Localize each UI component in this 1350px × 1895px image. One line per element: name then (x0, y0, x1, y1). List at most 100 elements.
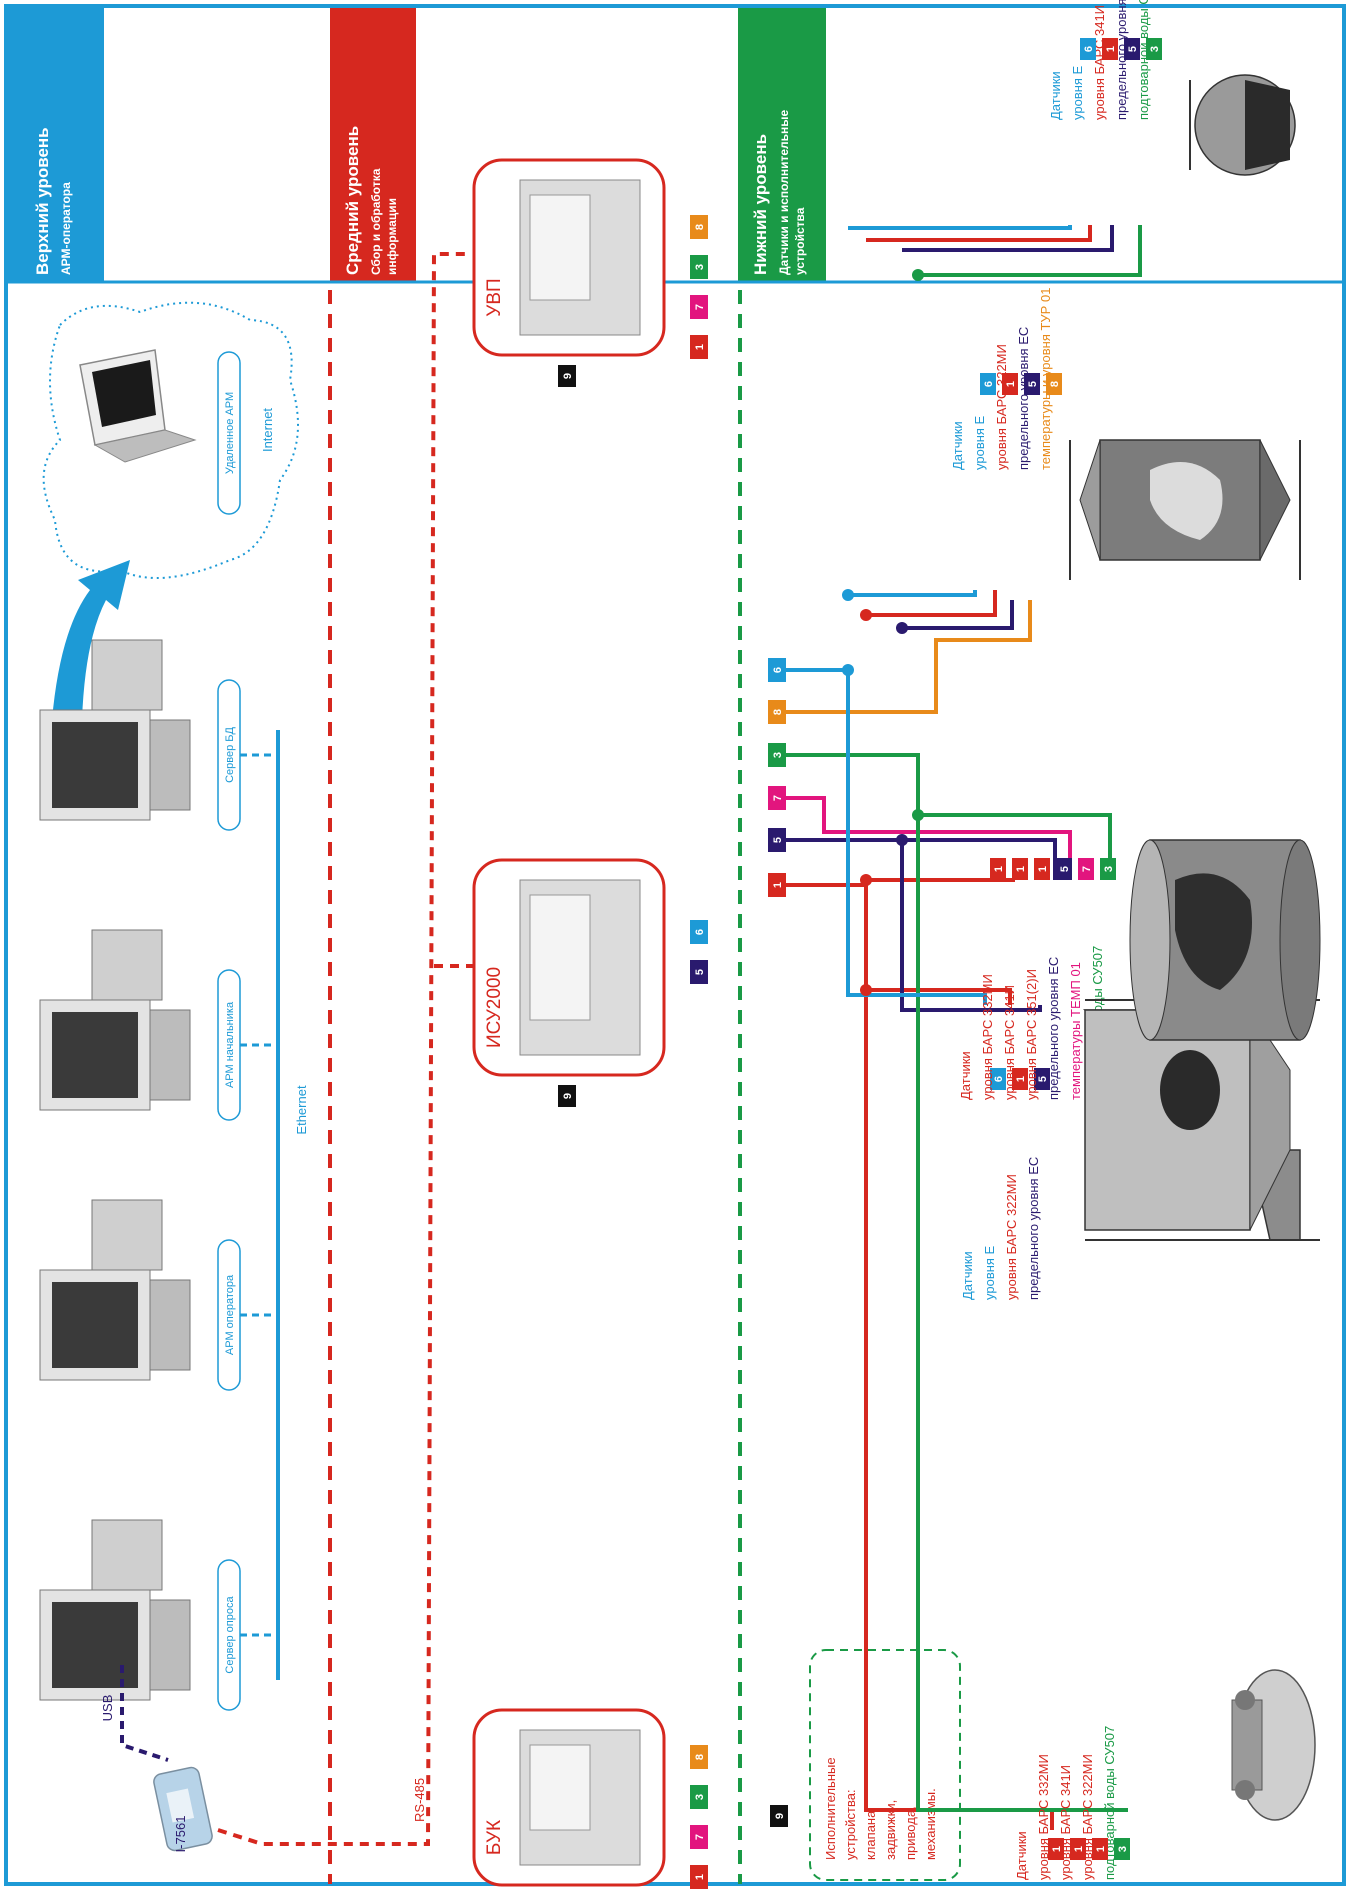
svg-text:5: 5 (1037, 1076, 1049, 1082)
sensor-number-badge: 1 (1012, 1068, 1028, 1090)
middle-level-header: Средний уровень Сбор и обработка информа… (330, 8, 416, 282)
sensor-line: Датчики (1048, 71, 1063, 120)
internet-cloud: Удаленное АРМ Internet (42, 301, 299, 579)
computer-icon (39, 929, 191, 1111)
sensor-number-badge: 5 (1034, 1068, 1050, 1090)
wire-5-branch-c (902, 225, 1114, 252)
device-1[interactable]: БУК91738 (472, 1708, 708, 1890)
svg-text:1: 1 (694, 1874, 706, 1880)
device-channel-badge: 1 (690, 1865, 708, 1889)
hopper-tank-icon (1082, 999, 1320, 1241)
device-channel-badge: 6 (690, 920, 708, 944)
sensor-number-badge: 6 (990, 1068, 1006, 1090)
tank-icons (1069, 74, 1321, 1821)
junction-dot (860, 984, 872, 996)
top-level-title: Верхний уровень (33, 127, 52, 275)
svg-text:6: 6 (1083, 46, 1095, 52)
middle-level-subtitle-2: информации (385, 198, 399, 275)
svg-text:3: 3 (772, 752, 784, 758)
bottom-level-badge: 9 (770, 1805, 788, 1827)
svg-text:1: 1 (1015, 1076, 1027, 1082)
workstation-label: Сервер БД (224, 727, 236, 783)
controller-icon (519, 179, 641, 336)
sensor-line: предельного уровня ЕС (1026, 1157, 1041, 1300)
controller-icon (519, 879, 641, 1056)
sensor-line: уровня Е (1070, 65, 1085, 120)
svg-text:7: 7 (772, 795, 784, 801)
sensor-number-badge: 1 (1048, 1838, 1064, 1860)
sensor-line: подтоварной воды СУ507 (1136, 0, 1151, 120)
remote-arm-label: Удаленное АРМ (224, 392, 236, 474)
device-name: УВП (484, 278, 505, 316)
workstation-label-box: АРМ оператора (217, 1239, 241, 1391)
sensor-number-badge: 6 (980, 373, 996, 395)
rs485-label: RS-485 (412, 1778, 427, 1822)
device-channel-badge: 7 (690, 1825, 708, 1849)
sensor-line: Датчики (958, 1051, 973, 1100)
ethernet-label: Ethernet (294, 1085, 309, 1135)
trunk-badge: 8 (768, 700, 786, 724)
sensor-line: уровня БАРС 351(2)И (1024, 969, 1039, 1100)
sensor-line: предельного уровня ЕС (1016, 327, 1031, 470)
top-level-header: Верхний уровень АРМ-оператора (8, 8, 104, 282)
wire-1-branch-d (866, 225, 1092, 242)
wire-1-branch-a (866, 988, 1012, 1005)
sensor-line: уровня БАРС 322МИ (1004, 1174, 1019, 1300)
bottom-level-subtitle-2: устройства (793, 207, 807, 275)
sensor-line: предельного уровня ЕС (1046, 957, 1061, 1100)
silo-tank-icon (1069, 439, 1301, 580)
workstation-3[interactable]: АРМ начальника (39, 929, 278, 1121)
svg-text:6: 6 (993, 1076, 1005, 1082)
sensor-number-badge: 1 (1092, 1838, 1108, 1860)
sensor-number-badge: 1 (990, 858, 1006, 880)
middle-level-title: Средний уровень (343, 126, 362, 275)
junction-dot (860, 874, 872, 886)
svg-text:5: 5 (772, 837, 784, 843)
sensor-number-badge: 5 (1024, 373, 1040, 395)
internet-label: Internet (260, 408, 275, 452)
svg-text:3: 3 (1117, 1846, 1129, 1852)
workstation-label: АРМ оператора (224, 1274, 236, 1355)
svg-text:3: 3 (694, 1794, 706, 1800)
actuator-line: привода, (903, 1806, 918, 1860)
wire-6-branch-b (848, 225, 1072, 230)
sensor-line: уровня БАРС 322МИ (994, 344, 1009, 470)
wire-8 (786, 600, 1032, 714)
sensor-line: температуры и уровня ТУР 01 (1038, 288, 1053, 470)
sensor-number-badge: 1 (1002, 373, 1018, 395)
sensor-number-badge: 3 (1100, 858, 1116, 880)
device-badge: 9 (558, 365, 576, 387)
svg-text:7: 7 (694, 304, 706, 310)
svg-text:1: 1 (1073, 1846, 1085, 1852)
workstation-label-box: Сервер опроса (217, 1559, 241, 1711)
svg-text:9: 9 (562, 1093, 574, 1099)
junction-dot (896, 622, 908, 634)
usb-label: USB (100, 1695, 115, 1722)
internet-arrow-icon (52, 560, 130, 720)
remote-laptop-icon (79, 349, 197, 463)
sensor-line: Датчики (1014, 1831, 1029, 1880)
top-level-subtitle: АРМ-оператора (59, 182, 73, 275)
svg-text:6: 6 (772, 667, 784, 673)
svg-text:5: 5 (1059, 866, 1071, 872)
actuator-line: задвижки, (883, 1800, 898, 1860)
computer-icon (39, 1519, 191, 1701)
sensor-line: уровня Е (972, 415, 987, 470)
svg-text:7: 7 (694, 1834, 706, 1840)
workstation-4[interactable]: Сервер БД (39, 639, 278, 831)
workstation-1[interactable]: Сервер опроса (39, 1519, 278, 1711)
svg-text:5: 5 (1127, 46, 1139, 52)
workstation-2[interactable]: АРМ оператора (39, 1199, 278, 1391)
converter-icon[interactable] (152, 1766, 213, 1852)
sensor-line: уровня БАРС 341И (1058, 1765, 1073, 1880)
svg-text:7: 7 (1081, 866, 1093, 872)
spherical-tank-icon (1189, 74, 1296, 176)
junction-dot (896, 834, 908, 846)
svg-text:3: 3 (1103, 866, 1115, 872)
